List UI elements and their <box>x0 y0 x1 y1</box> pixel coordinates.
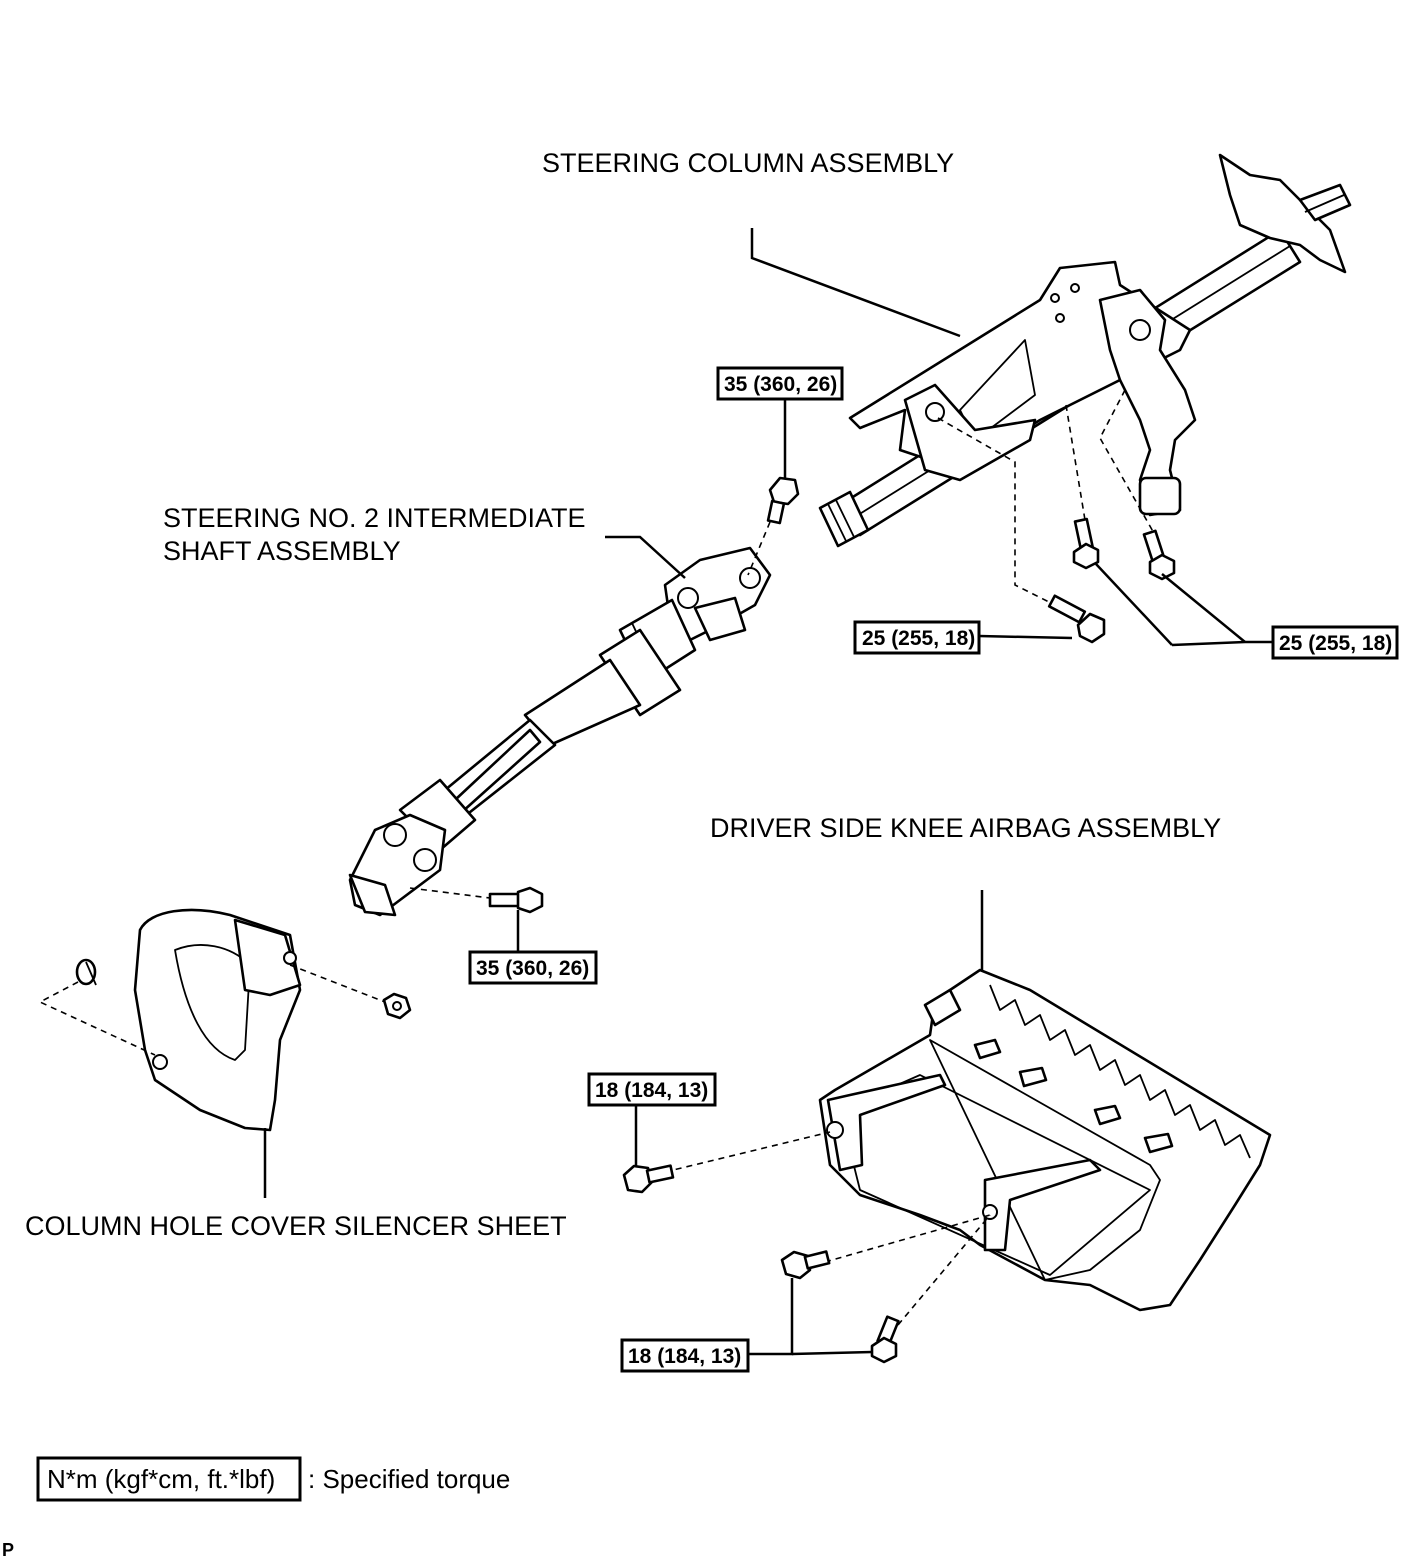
column-bolt <box>1072 517 1100 570</box>
steering-column-label: STEERING COLUMN ASSEMBLY <box>542 148 954 178</box>
torque-shaft-lower: 35 (360, 26) <box>476 957 589 980</box>
torque-box-airbag-lower <box>620 1338 750 1373</box>
legend-unit: N*m (kgf*cm, ft.*lbf) <box>47 1464 275 1494</box>
silencer-sheet <box>133 908 302 1132</box>
torque-box-shaft-lower <box>468 950 598 985</box>
airbag-lower-bolt <box>870 1315 900 1364</box>
silencer-sheet-label: COLUMN HOLE COVER SILENCER SHEET <box>25 1211 567 1241</box>
intermediate-shaft-assembly <box>348 546 772 917</box>
torque-box-airbag-upper <box>587 1072 717 1107</box>
column-bolt <box>1047 594 1106 644</box>
knee-airbag-assembly <box>818 968 1272 1312</box>
shaft-lower-bolt <box>488 886 544 914</box>
torque-column-center: 25 (255, 18) <box>862 627 975 650</box>
torque-airbag-lower: 18 (184, 13) <box>628 1345 741 1368</box>
intermediate-shaft-label-line1: STEERING NO. 2 INTERMEDIATE <box>163 503 586 533</box>
silencer-nut <box>382 992 412 1020</box>
steering-column-assembly <box>818 153 1352 548</box>
legend-box <box>36 1456 302 1502</box>
torque-box-shaft-upper <box>716 366 844 401</box>
column-bolt <box>1142 529 1176 581</box>
airbag-upper-bolt <box>622 1164 675 1194</box>
torque-airbag-upper: 18 (184, 13) <box>595 1079 708 1102</box>
airbag-lower-bolt <box>780 1250 831 1280</box>
shaft-upper-bolt <box>766 476 800 525</box>
silencer-clip <box>75 958 97 986</box>
torque-shaft-upper: 35 (360, 26) <box>724 373 837 396</box>
torque-box-column-center <box>853 620 981 655</box>
torque-column-right: 25 (255, 18) <box>1279 632 1392 655</box>
legend-description: : Specified torque <box>308 1464 510 1494</box>
knee-airbag-label: DRIVER SIDE KNEE AIRBAG ASSEMBLY <box>710 813 1221 843</box>
intermediate-shaft-label-line2: SHAFT ASSEMBLY <box>163 536 401 566</box>
corner-mark: P <box>2 1540 14 1560</box>
